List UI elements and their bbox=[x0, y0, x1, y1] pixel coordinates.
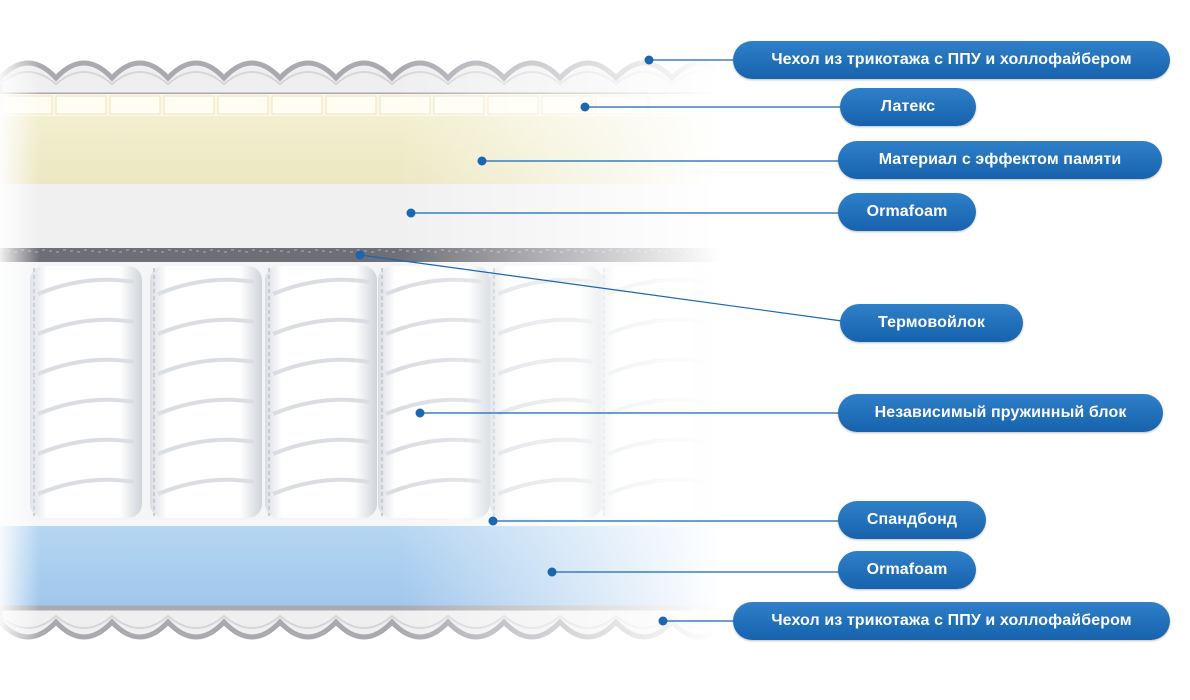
label-thermo-felt: Термовойлок bbox=[840, 304, 1023, 342]
spring-block-layer bbox=[0, 262, 720, 520]
leader-dot bbox=[415, 408, 425, 418]
leader-dot bbox=[355, 250, 365, 260]
leader-dot bbox=[406, 208, 416, 218]
label-latex: Латекс bbox=[840, 88, 976, 126]
leader-dot bbox=[488, 516, 498, 526]
label-cover-bottom: Чехол из трикотажа с ППУ и холлофайбером bbox=[733, 602, 1170, 640]
cover-top-layer bbox=[0, 60, 731, 98]
spunbond-layer bbox=[0, 520, 720, 526]
leader-line bbox=[359, 254, 843, 322]
memory-foam-layer bbox=[0, 116, 720, 184]
leader-dot bbox=[658, 616, 668, 626]
leader-lines bbox=[355, 55, 843, 626]
cover-bottom-layer bbox=[0, 605, 732, 640]
label-cover-top: Чехол из трикотажа с ППУ и холлофайбером bbox=[733, 41, 1170, 79]
ormafoam-top-layer bbox=[0, 184, 720, 248]
latex-layer bbox=[0, 94, 755, 116]
leader-dot bbox=[547, 567, 557, 577]
leader-dot bbox=[644, 55, 654, 65]
label-spunbond: Спандбонд bbox=[838, 501, 986, 539]
leader-dot bbox=[580, 102, 590, 112]
label-memory-foam: Материал с эффектом памяти bbox=[838, 141, 1162, 179]
label-ormafoam-top: Ormafoam bbox=[838, 193, 976, 231]
ormafoam-bottom-layer bbox=[0, 526, 720, 608]
label-ormafoam-bottom: Ormafoam bbox=[838, 551, 976, 589]
label-spring-block: Независимый пружинный блок bbox=[838, 394, 1163, 432]
leader-dot bbox=[477, 156, 487, 166]
